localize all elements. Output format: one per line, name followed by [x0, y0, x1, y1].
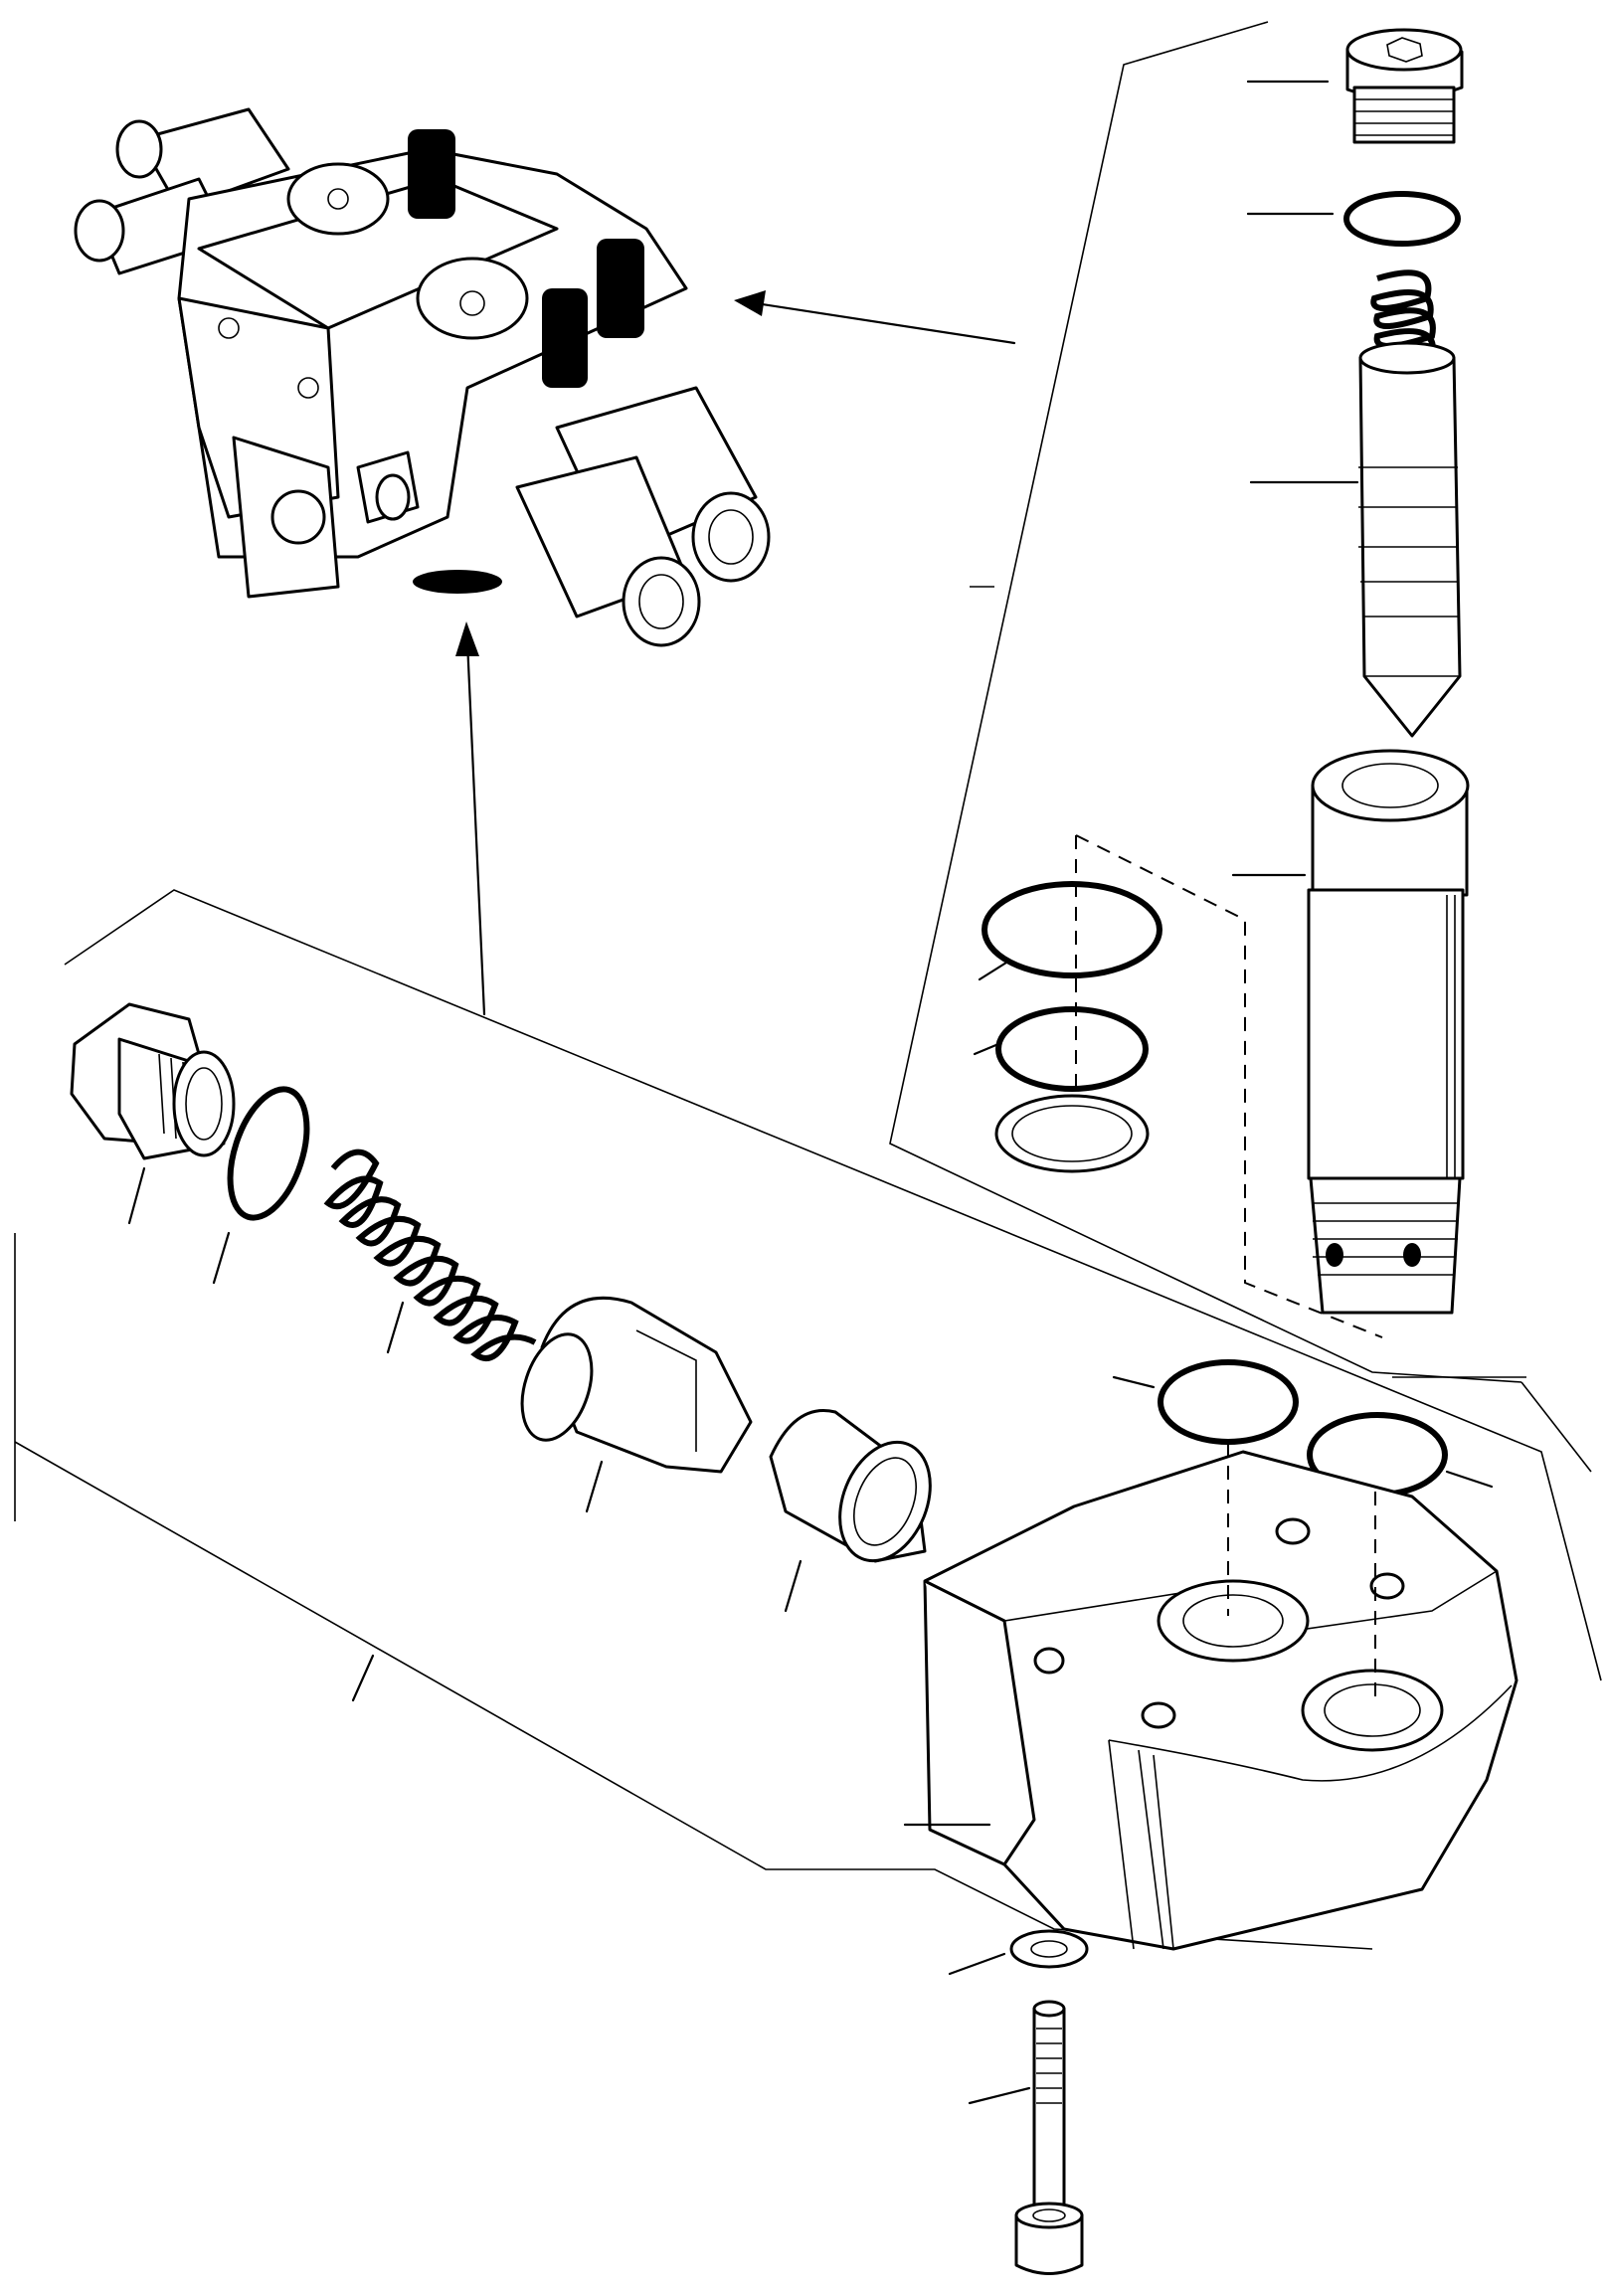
spring [323, 1148, 537, 1361]
cover-o-ring-left [1112, 1359, 1299, 1445]
sleeve [769, 1409, 932, 1613]
end-cover-group [14, 889, 1602, 2275]
cartridge-o-ring-small [973, 1006, 1149, 1092]
valve-assembly [74, 107, 771, 647]
cartridge-backup-ring [994, 1094, 1150, 1173]
plug-o-ring [212, 1086, 310, 1285]
cartridge-o-ring-large [978, 881, 1162, 981]
relief-valve-group [889, 21, 1522, 1383]
poppet [520, 1296, 753, 1513]
cap-screw [968, 2000, 1084, 2275]
assembly-arrows [455, 290, 1016, 1016]
end-cover [903, 1442, 1518, 1951]
relief-valve-poppet [1249, 341, 1462, 738]
plug [70, 1002, 236, 1225]
relief-valve-plug [1246, 28, 1464, 144]
relief-valve-cartridge-body [1231, 749, 1470, 1315]
washer [948, 1929, 1089, 1976]
relief-valve-spring [1370, 269, 1436, 357]
relief-valve-o-ring [1246, 191, 1461, 247]
